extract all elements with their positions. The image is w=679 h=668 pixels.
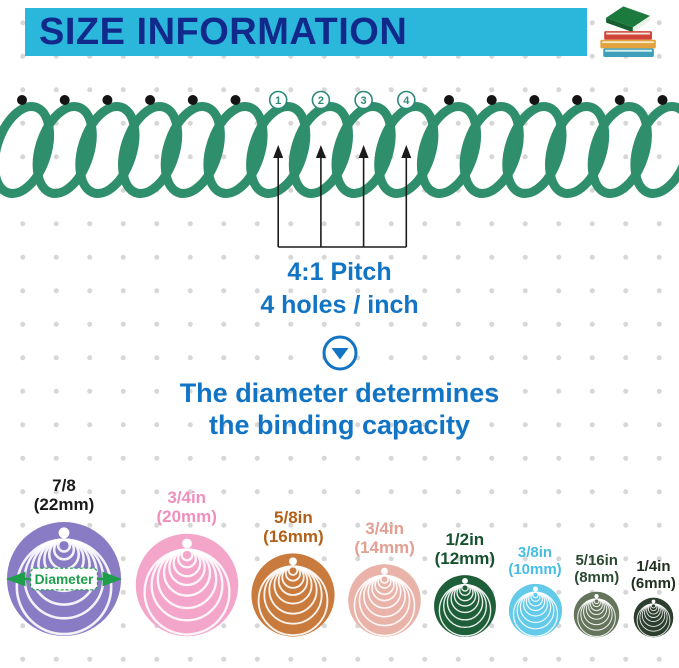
coil-size-item-12mm: 1/2in (12mm) <box>433 530 497 638</box>
coil-disc <box>633 597 674 638</box>
coil-disc <box>135 533 238 637</box>
arrowheads <box>273 145 412 158</box>
diameter-heading: The diameter determines the binding capa… <box>0 377 679 442</box>
size-label: 1/2in (12mm) <box>434 529 496 569</box>
coil-disc: Diameter <box>5 521 123 637</box>
coil-disc <box>251 553 335 637</box>
coil-size-item-6mm: 1/4in (6mm) <box>631 558 676 639</box>
coil-disc <box>574 591 620 638</box>
punch-holes <box>17 95 668 105</box>
down-arrow-icon <box>319 332 361 374</box>
coil-disc <box>433 575 496 637</box>
coil-size-item-22mm: 7/8 (22mm) <box>5 476 123 638</box>
size-label: 7/8 (22mm) <box>33 475 95 515</box>
size-label: 3/4in (14mm) <box>354 518 415 558</box>
size-label: 3/4in (20mm) <box>156 487 217 527</box>
coil-disc <box>348 564 421 637</box>
coil-size-item-10mm: 3/8in (10mm) <box>508 544 563 639</box>
books-icon <box>600 6 656 57</box>
pitch-line2: 4 holes / inch <box>260 290 419 319</box>
diameter-label: Diameter <box>35 572 94 587</box>
size-label: 5/8in (16mm) <box>263 507 324 547</box>
coil-size-item-16mm: 5/8in (16mm) <box>250 508 336 638</box>
size-label: 1/4in (6mm) <box>630 557 676 592</box>
coil-size-item-20mm: 3/4in (20mm) <box>134 488 240 638</box>
hole-number-3: 3 <box>361 95 367 107</box>
hole-number-2: 2 <box>318 95 324 107</box>
heading-line2: the binding capacity <box>208 410 471 441</box>
page-title: SIZE INFORMATION <box>39 10 408 53</box>
hole-number-4: 4 <box>403 95 410 107</box>
coil-diameter-row: 7/8 (22mm) <box>5 476 676 638</box>
pitch-line1: 4:1 Pitch <box>287 258 392 286</box>
heading-line1: The diameter determines <box>179 378 500 408</box>
hole-number-1: 1 <box>275 95 281 107</box>
size-label: 3/8in (10mm) <box>508 543 562 578</box>
numbered-holes: 1 2 3 4 <box>268 90 416 110</box>
coil-disc <box>508 583 562 638</box>
diameter-arrow-icon: Diameter <box>5 567 123 591</box>
coil-size-item-14mm: 3/4in (14mm) <box>347 519 422 638</box>
coil-size-item-8mm: 5/16in (8mm) <box>573 552 620 639</box>
size-label: 5/16in (8mm) <box>574 551 620 586</box>
title-banner: SIZE INFORMATION <box>25 8 587 56</box>
pitch-text: 4:1 Pitch 4 holes / inch <box>0 256 679 321</box>
pitch-pointer-arrows <box>273 145 412 248</box>
spiral-coil: 1 2 3 4 <box>0 90 679 210</box>
